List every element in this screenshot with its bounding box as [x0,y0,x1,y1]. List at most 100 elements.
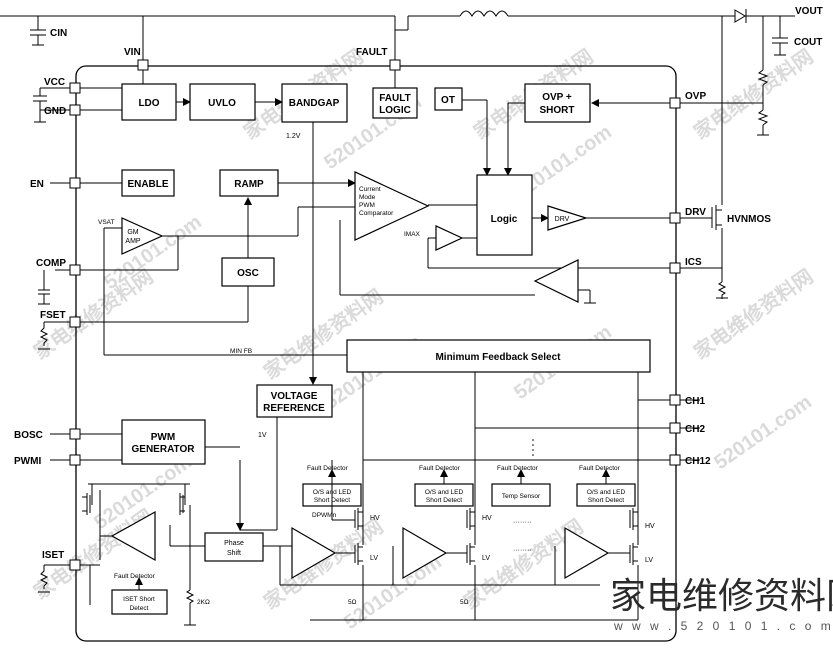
ot-block [434,87,463,111]
ldo-block [121,83,177,121]
diagram-label: DPWMn [312,512,337,519]
ramp-block [219,169,279,197]
diagram-label: Fault Detector [579,465,621,472]
diagram-label: Fault Detector [497,465,539,472]
ovp-short-block [524,83,591,123]
diagram-label: GM [127,229,138,236]
lv-amp-3 [564,526,610,580]
diagram-label: UVLO [208,98,236,109]
diagram-label: HV [645,523,655,530]
phase-shift-block [204,532,264,562]
diagram-label: DRV [555,216,570,223]
diagram-shape [629,543,638,565]
diagram-label: LDO [138,98,159,109]
diagram-label: GENERATOR [132,444,196,455]
pin-iset: ISET [42,550,64,561]
watermark-text: 520101.com [710,391,816,474]
enable-block [121,169,175,197]
gm-amp [121,217,164,255]
pin-ch12: CH12 [685,456,711,467]
bandgap-block [281,83,348,123]
diagram-label: Fault Detector [114,573,156,580]
diagram-shape [69,559,81,571]
diagram-shape [532,449,534,451]
diagram-label: 1V [258,432,267,439]
diagram-label: LV [645,557,653,564]
diagram-shape [354,543,363,565]
iset-amp [110,510,156,562]
diagram-label: REFERENCE [263,403,325,414]
diagram-shape [757,69,769,86]
diagram-shape [717,281,727,299]
pwm-generator-block [121,419,206,465]
diagram-label: OT [441,95,455,106]
watermark-text: 家电维修资料网 [689,264,817,364]
pin-labels: CIN VIN VCC GND EN COMP FSET BOSC PWMI I… [14,6,823,561]
diagram-label: OSC [237,268,259,279]
diagram-label: O/S and LED [425,489,464,496]
diagram-label: Current [359,186,381,193]
diagram-label: LV [482,555,490,562]
imax-comparator [435,225,464,251]
diagram-shape [669,262,681,274]
pin-cin: CIN [50,28,67,39]
diode-icon [734,9,747,23]
diagram-shape [669,212,681,224]
block-labels: LDO UVLO BANDGAP FAULT LOGIC OT OVP + SH… [123,92,574,612]
osc-block [221,257,275,287]
pin-ch2: CH2 [685,424,705,435]
ellipsis-vertical [532,439,534,456]
pin-vin: VIN [124,47,141,58]
diagram-shape [185,589,195,607]
pin-fault: FAULT [356,47,387,58]
diagram-label: BANDGAP [289,98,340,109]
diagram-label: Short Detect [426,497,462,504]
diagram-label: AMP [125,238,141,245]
diagram-label: ········ [513,547,532,554]
watermark-text: 家电维修资料网 [689,44,817,144]
diagram-label: OVP + [542,92,572,103]
diagram-label: Phase [224,540,244,547]
diagram-label: VSAT [98,219,115,226]
diagram-label: w w w . 5 2 0 1 0 1 . c o m [613,619,833,633]
diagram-label: Mode [359,194,376,201]
drv-buffer [547,205,588,231]
diagram-shape [532,444,534,446]
diagram-shape [82,493,91,515]
diagram-shape [734,9,746,23]
diagram-label: Logic [491,214,518,225]
diagram-label: PWM [151,432,175,443]
uvlo-block [189,83,256,121]
pin-pads [69,59,681,571]
diagram-label: Fault Detector [419,465,461,472]
diagram-shape [69,82,81,94]
diagram-label: O/S and LED [313,489,352,496]
diagram-shape [69,454,81,466]
channel-transistors [82,460,638,590]
diagram-label: VOLTAGE [271,391,318,402]
diagram-shape [629,508,638,530]
diagram-label: 1.2V [286,133,301,140]
pin-vout: VOUT [795,6,823,17]
diagram-label: FAULT [379,93,410,104]
diagram-label: HV [370,515,380,522]
brand-watermark: 家电维修资料网 w w w . 5 2 0 1 0 1 . c o m [610,576,833,633]
diagram-shape [669,454,681,466]
pin-bosc: BOSC [14,430,43,441]
diagram-label: MIN FB [230,348,252,355]
ic-outline [75,65,677,642]
diagram-shape [39,565,49,589]
diagram-label: Short Detect [314,497,350,504]
diagram-shape [39,322,49,346]
diagram-label: IMAX [404,231,421,238]
diagram-label: Short Detect [588,497,624,504]
diagram-shape [69,104,81,116]
pin-fset: FSET [40,310,66,321]
diagram-shape [669,394,681,406]
diagram-shape [354,508,363,530]
fault-logic-block [372,87,418,119]
diagram-shape [669,97,681,109]
ics-amp [533,259,579,303]
min-feedback-select-block [346,339,651,373]
